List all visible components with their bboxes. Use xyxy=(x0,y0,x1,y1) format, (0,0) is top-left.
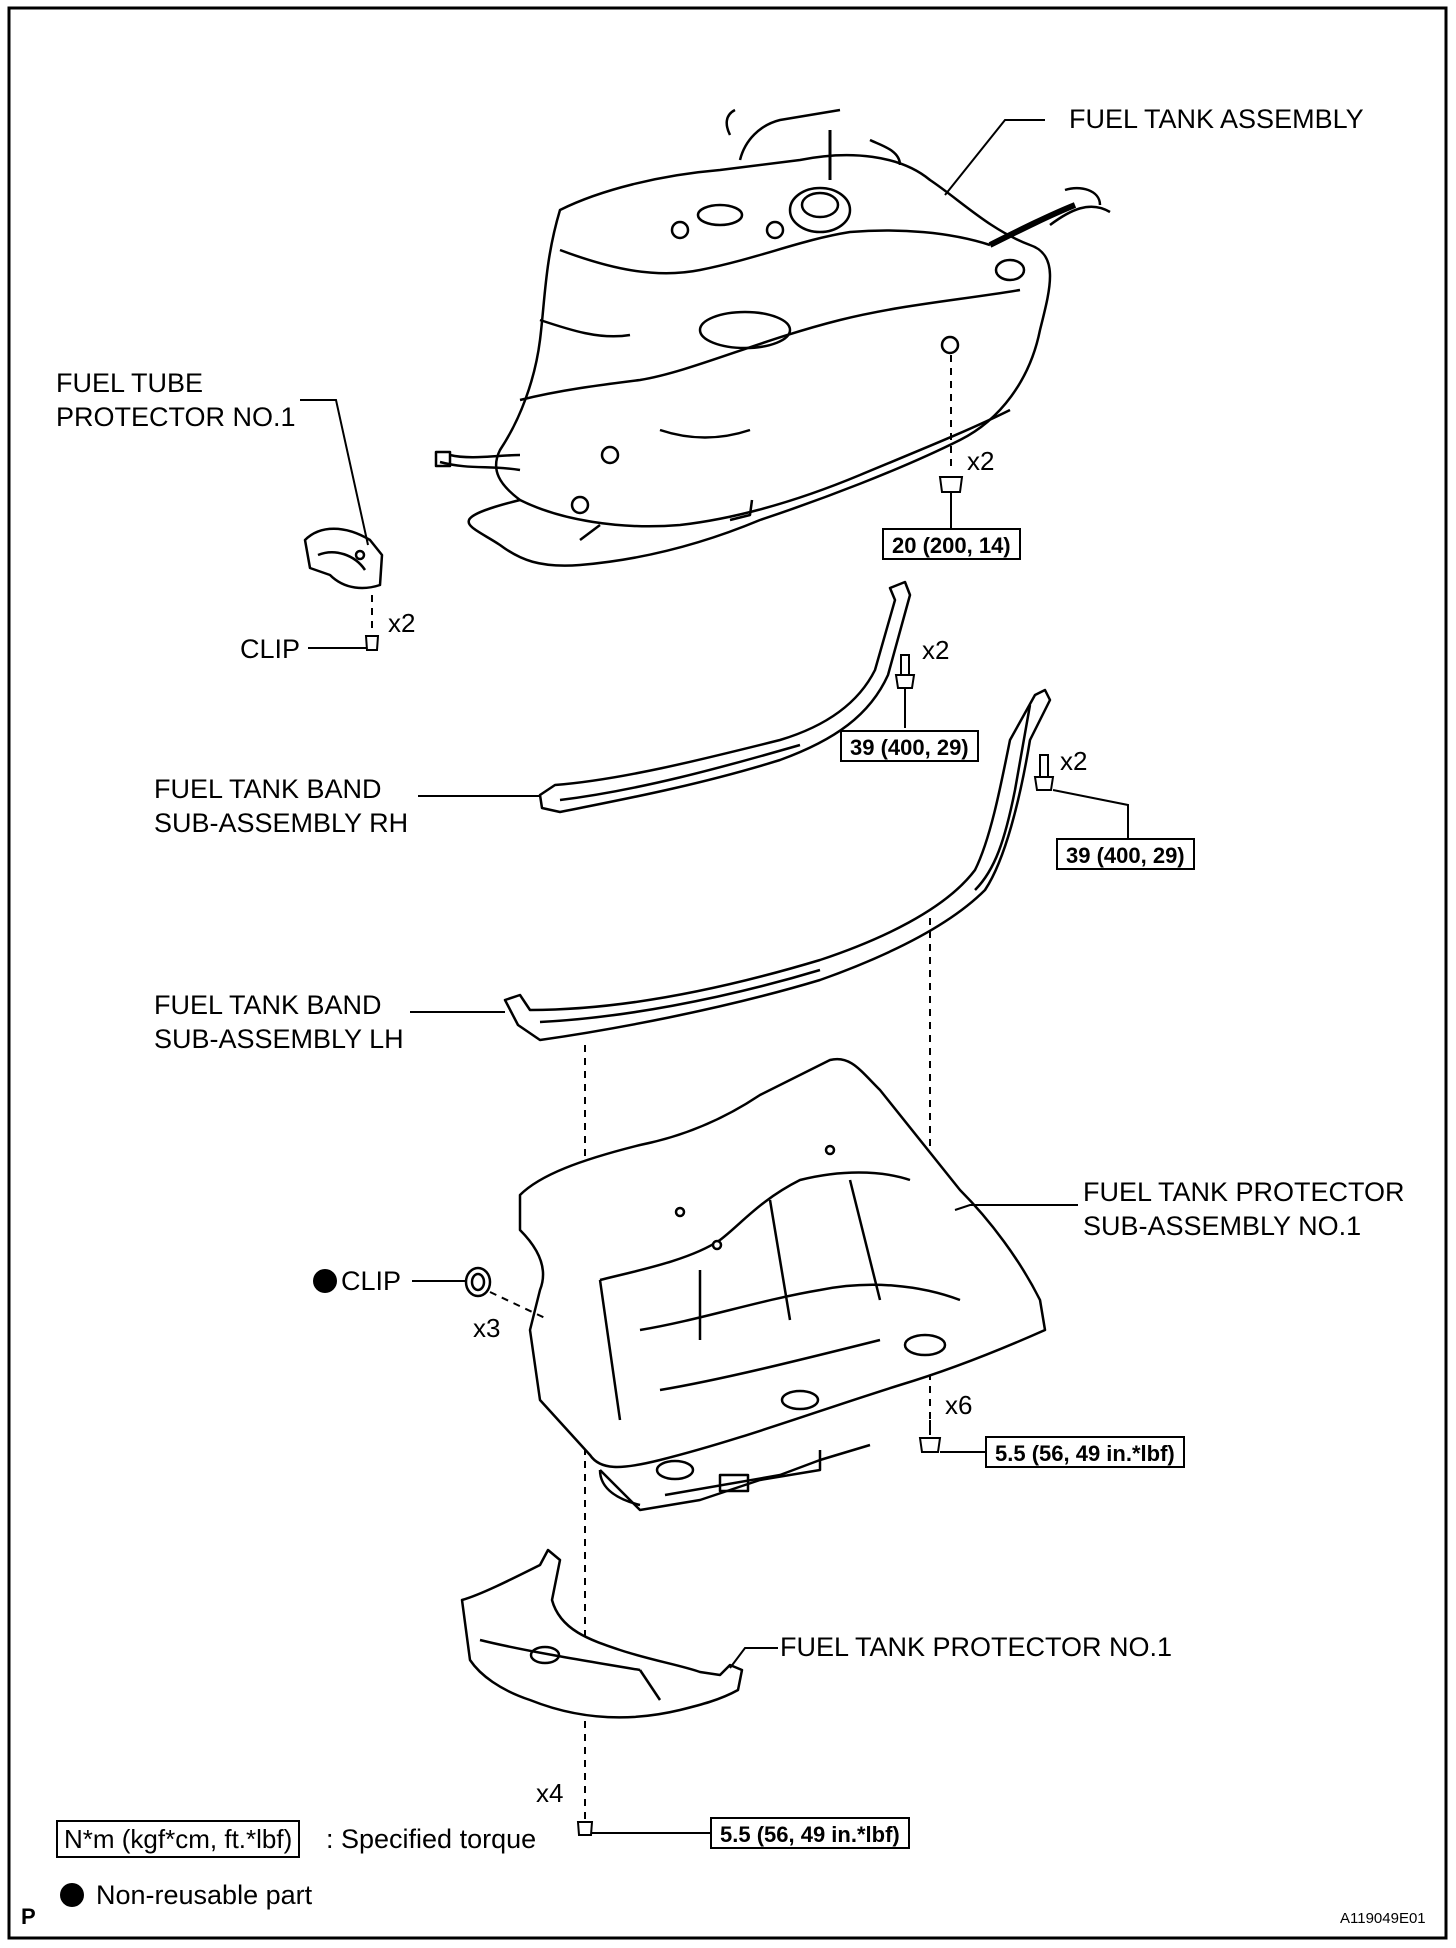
label-band-rh: FUEL TANK BAND SUB-ASSEMBLY RH xyxy=(154,774,409,838)
mult-band-rh-bolt: x2 xyxy=(922,635,950,665)
label-protector-sub-assembly: FUEL TANK PROTECTOR SUB-ASSEMBLY NO.1 xyxy=(1083,1177,1405,1241)
legend-nonreusable-icon xyxy=(60,1883,84,1907)
nonreusable-clip-leader xyxy=(412,1280,546,1319)
mult-prot-nut: x4 xyxy=(536,1778,564,1808)
torque-sub-nut: 5.5 (56, 49 in.*lbf) xyxy=(985,1436,1185,1468)
label-clip: CLIP xyxy=(240,634,301,664)
mult-tube-clip: x2 xyxy=(388,608,416,638)
mult-sub-nut: x6 xyxy=(945,1390,973,1420)
nonreusable-clip-drawing xyxy=(464,1266,492,1298)
protector-no1-leaders xyxy=(576,1647,778,1836)
diagram-border xyxy=(7,6,1448,1940)
legend-nonreusable-text: Non-reusable part xyxy=(96,1880,313,1910)
label-fuel-tank-assembly: FUEL TANK ASSEMBLY xyxy=(1069,104,1364,134)
band-rh-bolt xyxy=(418,654,916,797)
torque-band-lh: 39 (400, 29) xyxy=(1056,838,1195,870)
band-rh-drawing xyxy=(538,580,912,814)
torque-tank-nut: 20 (200, 14) xyxy=(882,528,1021,560)
mult-band-lh-bolt: x2 xyxy=(1060,746,1088,776)
torque-band-rh: 39 (400, 29) xyxy=(840,730,979,762)
nonreusable-mark-icon xyxy=(313,1269,337,1293)
mult-clip-x3: x3 xyxy=(473,1313,501,1343)
footer-code: A119049E01 xyxy=(1340,1910,1426,1927)
fuel-tank-drawing xyxy=(434,108,1111,567)
torque-prot-nut: 5.5 (56, 49 in.*lbf) xyxy=(710,1817,910,1849)
protector-no1-drawing xyxy=(460,1548,744,1719)
legend-torque-box: N*m (kgf*cm, ft.*lbf) xyxy=(56,1820,301,1858)
tube-protector-leader xyxy=(300,399,380,651)
label-clip-nonreusable: CLIP xyxy=(341,1266,402,1296)
label-fuel-tube-protector: FUEL TUBE PROTECTOR NO.1 xyxy=(56,368,296,432)
band-lh-bolt xyxy=(410,754,1129,1013)
legend-torque-text: : Specified torque xyxy=(326,1824,537,1854)
tank-nut-leader xyxy=(938,119,1045,530)
protector-sub-leaders xyxy=(918,1204,1078,1453)
mult-tank-nut: x2 xyxy=(967,446,995,476)
footer-left: P xyxy=(21,1904,36,1929)
band-lh-drawing xyxy=(503,688,1052,1042)
protector-sub-drawing xyxy=(518,1057,1047,1512)
label-protector-no1: FUEL TANK PROTECTOR NO.1 xyxy=(780,1632,1173,1662)
label-band-lh: FUEL TANK BAND SUB-ASSEMBLY LH xyxy=(154,990,404,1054)
tube-protector-drawing xyxy=(303,527,384,590)
